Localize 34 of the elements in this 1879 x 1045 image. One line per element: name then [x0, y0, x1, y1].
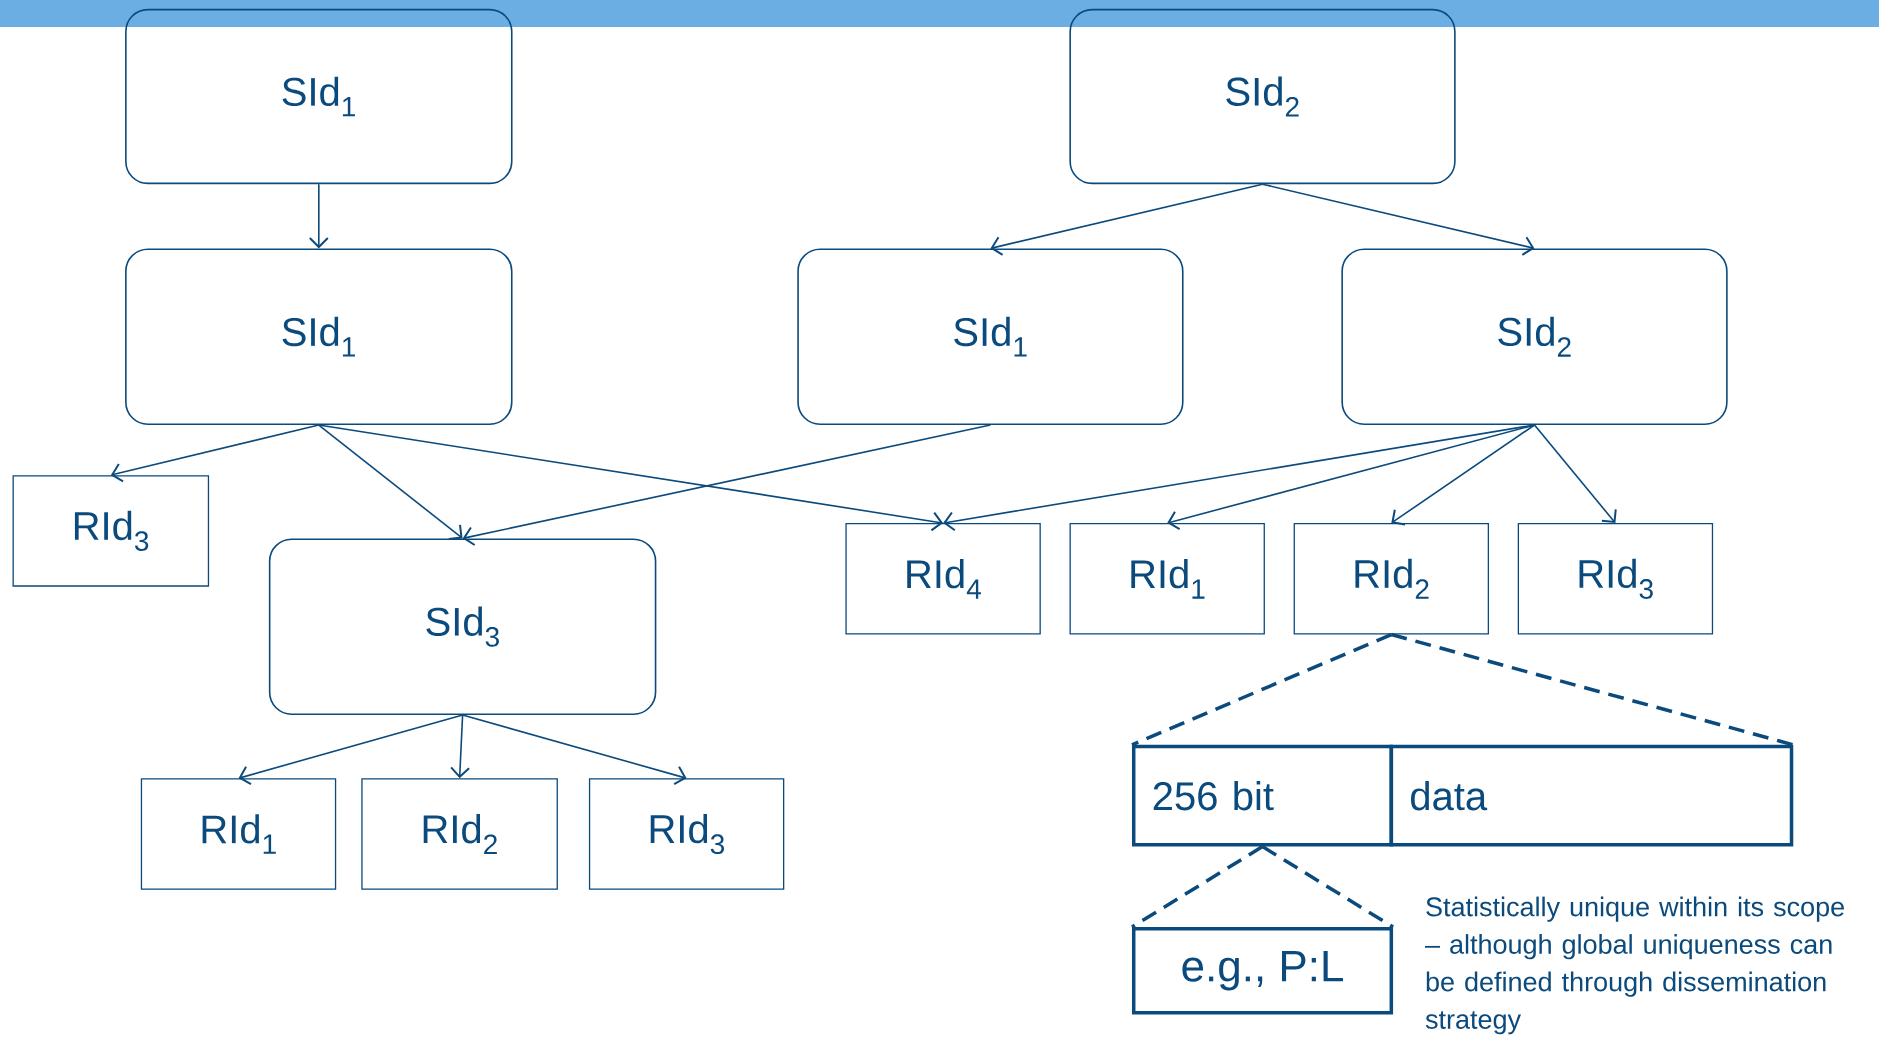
- record-field: data: [1389, 744, 1794, 847]
- arrow: [1261, 183, 1535, 256]
- arrow: [990, 183, 1264, 256]
- id-box: RId$_{4}$: [845, 523, 1041, 635]
- rounded-box: SId$_{1}$: [125, 8, 513, 185]
- arrow: [1533, 424, 1617, 524]
- rounded-box: SId$_{2}$: [1069, 8, 1456, 185]
- arrow: [461, 714, 687, 786]
- arrow: [308, 183, 329, 249]
- arrow: [318, 424, 944, 532]
- record-field: 256 bit: [1131, 744, 1394, 847]
- arrow: [450, 714, 471, 779]
- id-box: RId$_{1}$: [140, 778, 337, 890]
- dashed-line: [1131, 632, 1392, 747]
- id-box: RId$_{3}$: [588, 778, 785, 890]
- dashed-line: [1390, 632, 1794, 747]
- arrow: [318, 424, 463, 541]
- id-box: RId$_{2}$: [1293, 523, 1489, 635]
- dashed-line: [1131, 845, 1264, 929]
- rounded-box: SId$_{1}$: [125, 248, 513, 425]
- rounded-box: SId$_{1}$: [797, 248, 1184, 425]
- rounded-box: SId$_{2}$: [1341, 248, 1728, 425]
- arrow: [110, 424, 320, 483]
- id-box: RId$_{2}$: [361, 778, 558, 890]
- id-box: RId$_{3}$: [1517, 523, 1714, 635]
- rounded-box: SId$_{3}$: [268, 538, 657, 715]
- note-text: Statistically unique within its scope – although global uniqueness can be defined through dissemination strategy: [1425, 896, 1844, 1035]
- arrow: [1391, 424, 1536, 526]
- example-box: e.g., P:L: [1131, 927, 1394, 1015]
- arrow: [462, 424, 992, 546]
- id-box: RId$_{3}$: [12, 475, 210, 587]
- dashed-line: [1261, 845, 1394, 929]
- id-box: RId$_{1}$: [1069, 523, 1265, 635]
- arrow: [238, 714, 464, 786]
